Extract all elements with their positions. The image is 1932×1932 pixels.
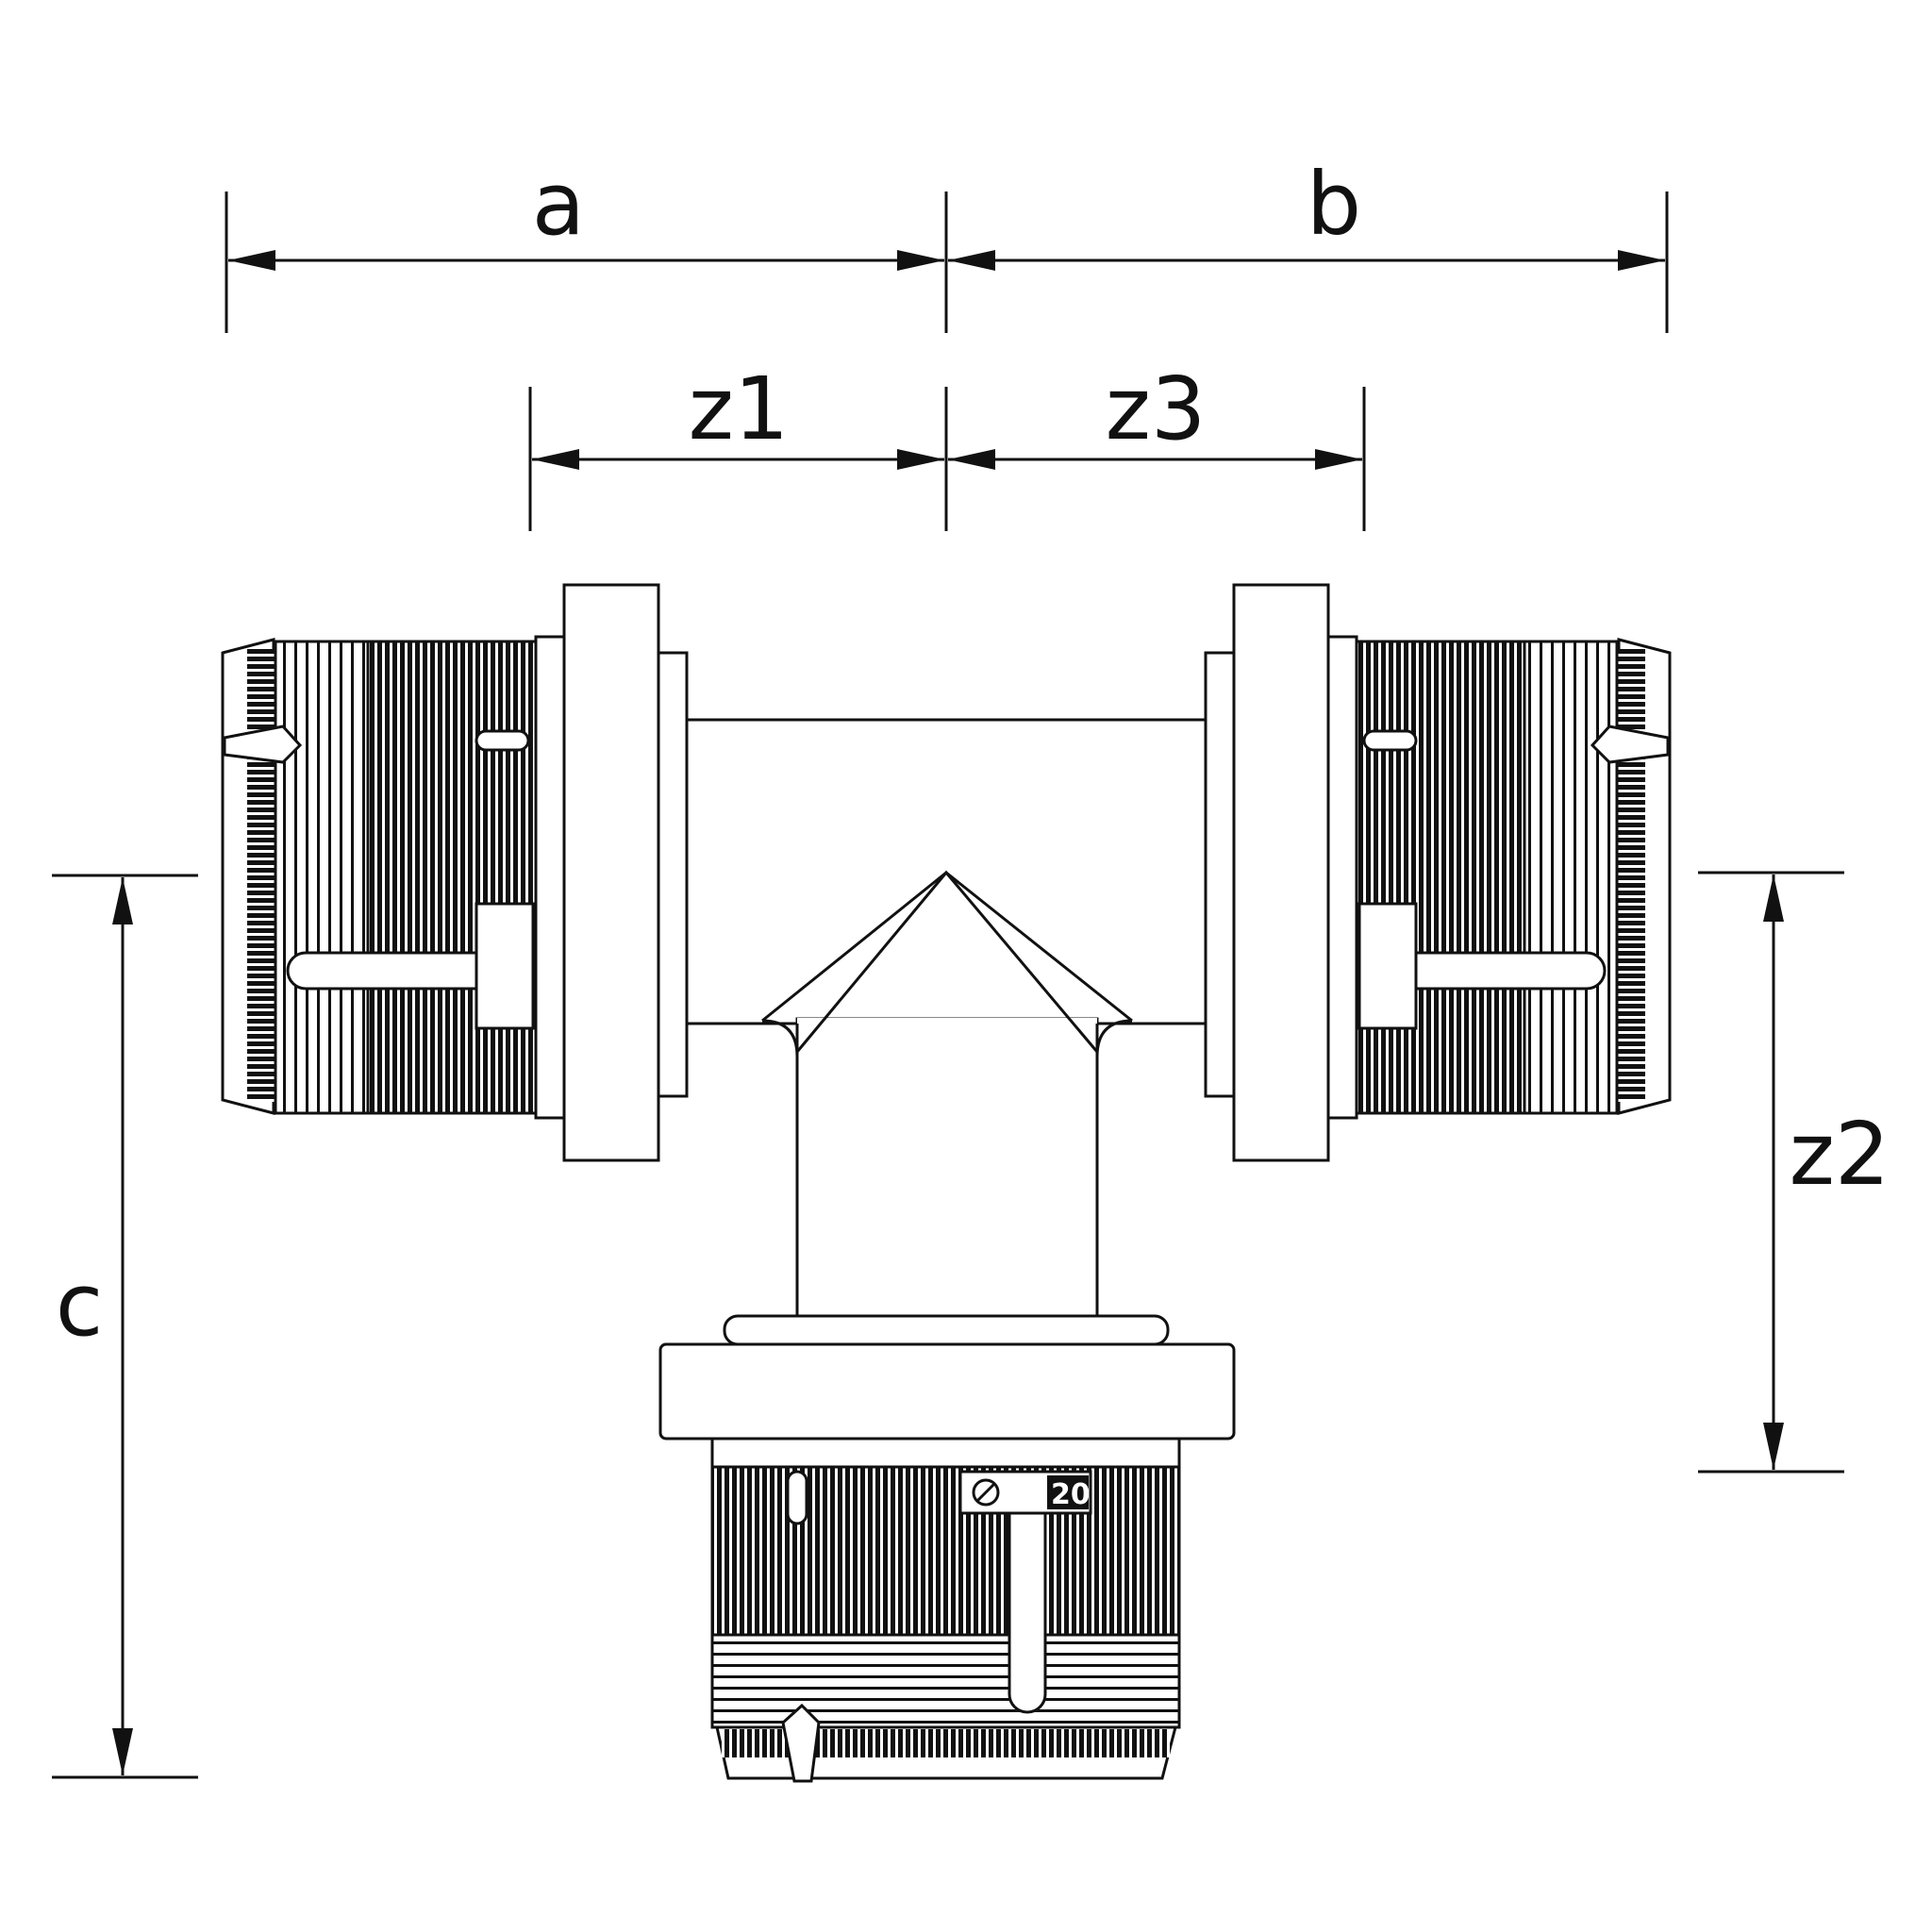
right-collar	[1232, 583, 1330, 1162]
left-collar-inner	[534, 635, 566, 1120]
right-lock-tab-top	[1590, 724, 1670, 764]
right-sleeve-light	[1523, 640, 1619, 1115]
bottom-collar-step	[723, 1314, 1170, 1346]
size-badge	[1047, 1475, 1089, 1509]
left-sleeve-dark	[366, 640, 538, 1115]
left-sleeve-light	[274, 640, 370, 1115]
right-cap-teeth	[1617, 649, 1645, 1102]
right-sleeve-dark	[1355, 640, 1526, 1115]
bottom-lock-tab	[781, 1703, 821, 1783]
dimension-z1-label: z1	[689, 358, 790, 459]
tee-body	[684, 718, 1209, 1318]
right-upper-slot	[1362, 729, 1418, 752]
right-view-window	[1357, 902, 1418, 1030]
circle-symbol-icon	[972, 1478, 1000, 1507]
left-cap-teeth	[247, 649, 275, 1102]
bottom-press-connector	[658, 1314, 1236, 1783]
left-collar	[562, 583, 660, 1162]
dimension-z3-label: z3	[1106, 358, 1207, 459]
tee-right-fillet	[1095, 1019, 1133, 1058]
left-collar-step	[657, 651, 689, 1098]
dimension-lines	[52, 192, 1844, 1779]
tee-branch	[795, 1017, 1099, 1318]
tee-left-fillet	[761, 1019, 799, 1058]
right-collar-inner	[1326, 635, 1358, 1120]
dimension-a-label: a	[532, 154, 585, 255]
size-marking-label: 20	[1051, 1478, 1091, 1511]
bottom-upper-slot	[786, 1470, 808, 1525]
right-press-connector	[1204, 583, 1672, 1162]
bottom-sleeve-dark	[710, 1465, 1181, 1637]
dimension-b-label: b	[1307, 154, 1361, 255]
left-lock-tab-top	[223, 724, 303, 764]
bottom-sleeve-light	[710, 1633, 1181, 1729]
left-press-connector	[221, 583, 689, 1162]
bottom-collar	[658, 1342, 1236, 1441]
bottom-collar-inner	[710, 1437, 1181, 1469]
tee-cast-line-inner	[795, 870, 1099, 1053]
bottom-view-slot	[1008, 1479, 1047, 1714]
right-collar-step	[1204, 651, 1236, 1098]
left-upper-slot	[475, 729, 530, 752]
dimension-c-label: c	[56, 1255, 104, 1356]
dimension-z2-label: z2	[1790, 1104, 1890, 1205]
left-view-window	[475, 902, 535, 1030]
